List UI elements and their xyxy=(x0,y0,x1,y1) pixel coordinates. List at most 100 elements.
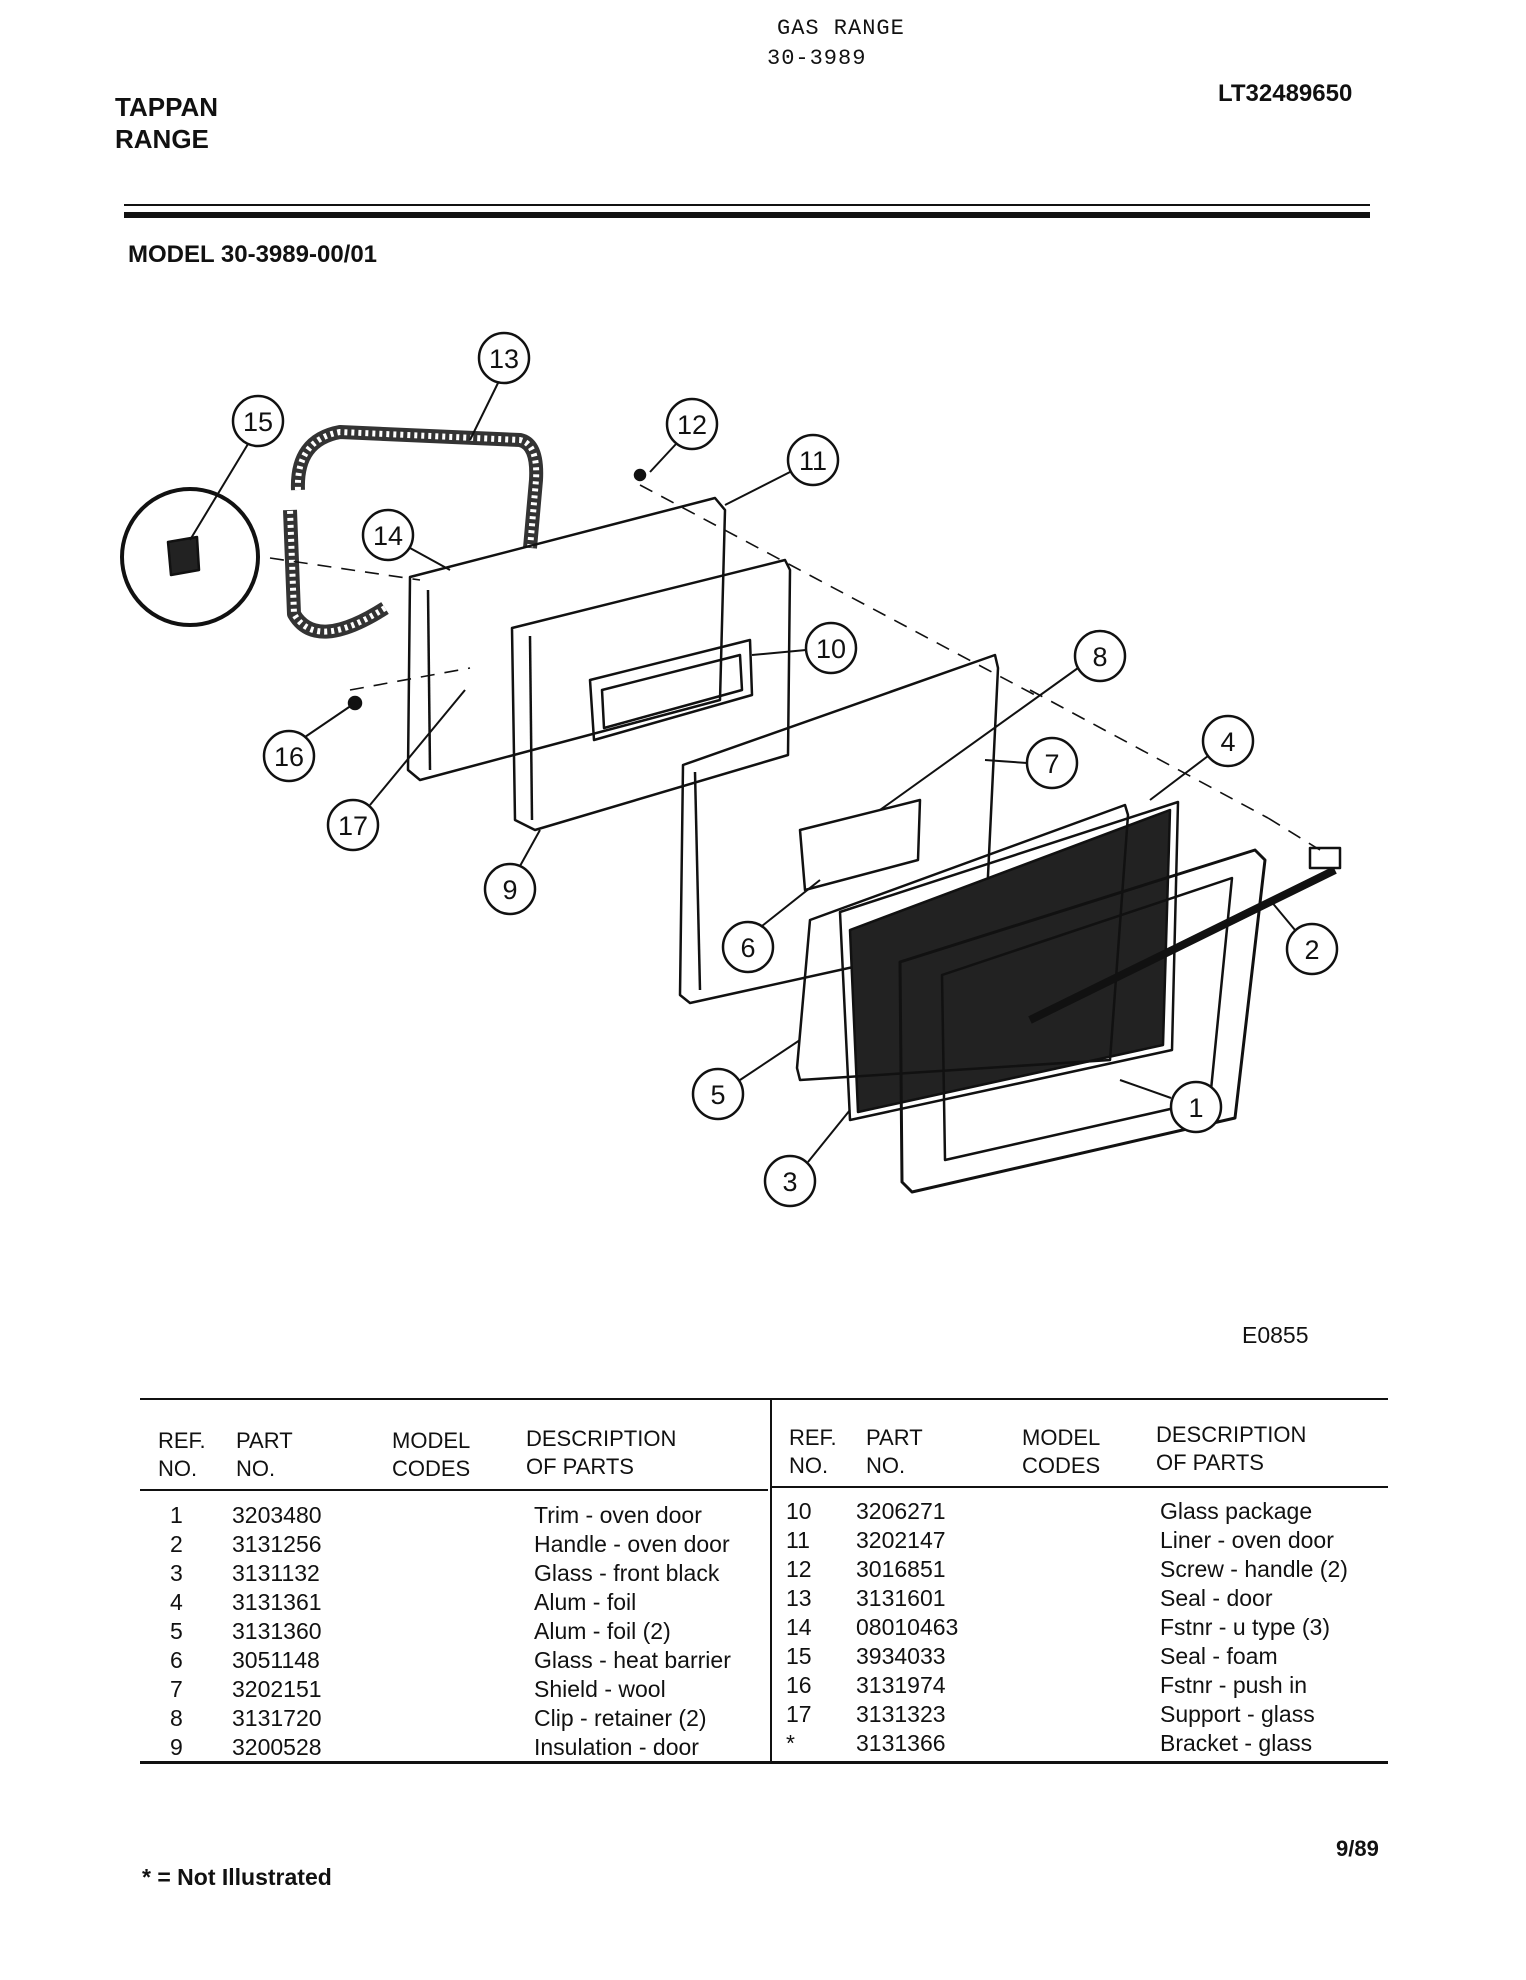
cell-ref: 16 xyxy=(786,1672,812,1698)
svg-text:8: 8 xyxy=(1092,642,1107,672)
cell-model xyxy=(396,1502,534,1531)
cell-part: 3131361 xyxy=(232,1589,322,1615)
header-ref-no-right: REF.NO. xyxy=(789,1425,837,1478)
cell-model xyxy=(1020,1730,1160,1759)
cell-ref: 8 xyxy=(170,1705,183,1731)
document-code: LT32489650 xyxy=(1218,80,1353,107)
cell-part: 3131720 xyxy=(232,1705,322,1731)
svg-text:13: 13 xyxy=(489,344,519,374)
header-rule-thin xyxy=(124,204,1370,206)
cell-ref: 11 xyxy=(786,1527,810,1553)
table-center-divider xyxy=(770,1398,772,1761)
cell-desc: Trim - oven door xyxy=(534,1502,702,1528)
table-row: 8 3131720 Clip - retainer (2) xyxy=(170,1705,774,1734)
svg-text:11: 11 xyxy=(799,446,827,476)
svg-text:7: 7 xyxy=(1044,749,1059,779)
cell-model xyxy=(396,1531,534,1560)
callout-1: 1 xyxy=(1119,1079,1223,1134)
cell-part: 3131132 xyxy=(232,1560,320,1586)
cell-model xyxy=(1020,1643,1160,1672)
svg-text:4: 4 xyxy=(1220,727,1235,757)
table-row: 16 3131974 Fstnr - push in xyxy=(786,1672,1400,1701)
cell-ref: 5 xyxy=(170,1618,183,1644)
callout-10: 10 xyxy=(751,621,858,675)
callout-17: 17 xyxy=(326,689,466,852)
cell-model xyxy=(396,1618,534,1647)
svg-text:2: 2 xyxy=(1304,935,1319,965)
header-rule-thick xyxy=(124,212,1370,218)
cell-part: 3131360 xyxy=(232,1618,322,1644)
callout-16: 16 xyxy=(262,702,356,783)
cell-ref: 15 xyxy=(786,1643,812,1669)
callout-3: 3 xyxy=(763,1109,851,1208)
callout-7: 7 xyxy=(984,736,1079,790)
cell-part: 3203480 xyxy=(232,1502,322,1528)
callout-5: 5 xyxy=(691,1039,801,1121)
cell-model xyxy=(1020,1498,1160,1527)
table-header-rule-left xyxy=(140,1489,768,1491)
cell-model xyxy=(1020,1585,1160,1614)
cell-desc: Fstnr - push in xyxy=(1160,1672,1307,1698)
table-header-rule-right xyxy=(772,1486,1388,1488)
svg-text:10: 10 xyxy=(816,634,846,664)
cell-desc: Support - glass xyxy=(1160,1701,1315,1727)
svg-text:6: 6 xyxy=(740,933,755,963)
svg-text:5: 5 xyxy=(710,1080,725,1110)
cell-desc: Glass - front black xyxy=(534,1560,720,1586)
callout-15: 15 xyxy=(189,394,285,541)
cell-ref: 2 xyxy=(170,1531,183,1557)
product-title: GAS RANGE xyxy=(777,16,905,41)
magnifier-circle xyxy=(120,487,260,627)
table-row: 3 3131132 Glass - front black xyxy=(170,1560,774,1589)
cell-part: 3131366 xyxy=(856,1730,946,1756)
svg-text:12: 12 xyxy=(677,410,707,440)
cell-desc: Fstnr - u type (3) xyxy=(1160,1614,1330,1640)
cell-model xyxy=(1020,1527,1160,1556)
diagram-code: E0855 xyxy=(1242,1322,1309,1348)
svg-text:3: 3 xyxy=(782,1167,797,1197)
part-15-foam-seal xyxy=(166,535,201,577)
svg-text:1: 1 xyxy=(1188,1093,1203,1123)
svg-text:17: 17 xyxy=(338,811,368,841)
cell-desc: Clip - retainer (2) xyxy=(534,1705,707,1731)
table-row: 9 3200528 Insulation - door xyxy=(170,1734,774,1763)
cell-model xyxy=(396,1676,534,1705)
svg-text:15: 15 xyxy=(243,407,273,437)
cell-part: 3131256 xyxy=(232,1531,322,1557)
cell-ref: 3 xyxy=(170,1560,183,1586)
cell-model xyxy=(1020,1614,1160,1643)
cell-part: 3051148 xyxy=(232,1647,320,1673)
cell-ref: 1 xyxy=(170,1502,183,1528)
svg-text:9: 9 xyxy=(502,875,517,905)
cell-ref: 17 xyxy=(786,1701,812,1727)
cell-ref: 7 xyxy=(170,1676,183,1702)
cell-ref: 9 xyxy=(170,1734,183,1760)
cell-desc: Alum - foil xyxy=(534,1589,637,1615)
cell-desc: Screw - handle (2) xyxy=(1160,1556,1348,1582)
cell-part: 3934033 xyxy=(856,1643,946,1669)
cell-model xyxy=(396,1705,534,1734)
callout-8: 8 xyxy=(879,629,1127,811)
cell-ref: * xyxy=(786,1730,795,1756)
cell-part: 3206271 xyxy=(856,1498,946,1524)
cell-ref: 6 xyxy=(170,1647,183,1673)
cell-ref: 13 xyxy=(786,1585,812,1611)
cell-part: 3200528 xyxy=(232,1734,322,1760)
cell-part: 3131974 xyxy=(856,1672,946,1698)
cell-model xyxy=(1020,1672,1160,1701)
cell-ref: 12 xyxy=(786,1556,812,1582)
cell-desc: Insulation - door xyxy=(534,1734,699,1760)
